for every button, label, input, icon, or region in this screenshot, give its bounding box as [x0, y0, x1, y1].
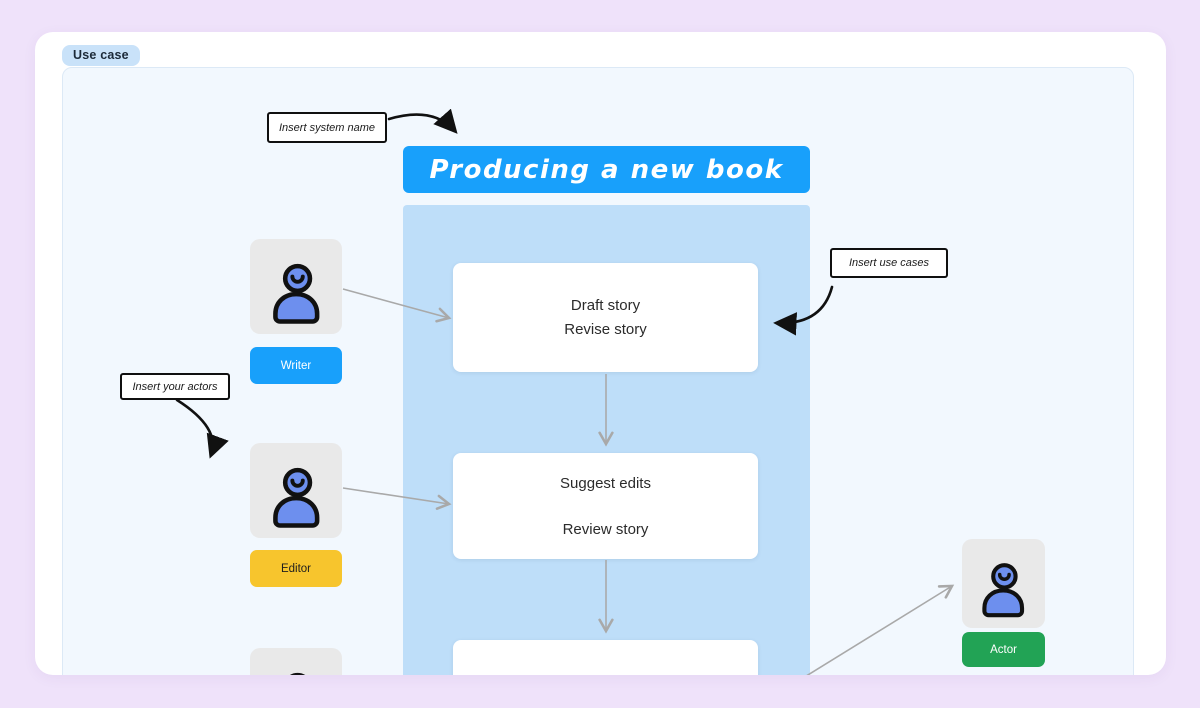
writer-avatar[interactable] — [250, 239, 342, 334]
editor-label-button[interactable]: Editor — [250, 550, 342, 587]
use-case-line: Suggest edits — [560, 474, 651, 492]
system-title-banner[interactable]: Producing a new book — [403, 146, 810, 193]
use-case-line: Draft story — [570, 297, 641, 314]
actor-avatar[interactable] — [962, 539, 1045, 628]
use-case-box-2[interactable]: Suggest edits Review story — [453, 453, 758, 559]
person-icon — [290, 673, 305, 675]
extra-avatar-partial[interactable] — [250, 648, 342, 675]
use-case-line: Revise story — [564, 321, 647, 338]
actor-label-button[interactable]: Actor — [962, 632, 1045, 667]
person-icon — [272, 264, 320, 325]
use-case-line: Review story — [562, 520, 649, 538]
use-case-box-1[interactable]: Draft story Revise story — [453, 263, 758, 372]
person-icon — [982, 563, 1025, 618]
insert-system-name-callout[interactable]: Insert system name — [267, 112, 387, 143]
person-icon — [272, 468, 320, 529]
template-tag-badge[interactable]: Use case — [62, 45, 140, 66]
use-case-box-3[interactable] — [453, 640, 758, 675]
editor-avatar[interactable] — [250, 443, 342, 538]
insert-use-cases-callout[interactable]: Insert use cases — [830, 248, 948, 278]
writer-label-button[interactable]: Writer — [250, 347, 342, 384]
system-title-text: Producing a new book — [429, 154, 784, 185]
insert-your-actors-callout[interactable]: Insert your actors — [120, 373, 230, 400]
template-card: Use case Producing a new book Draft stor… — [35, 32, 1166, 675]
